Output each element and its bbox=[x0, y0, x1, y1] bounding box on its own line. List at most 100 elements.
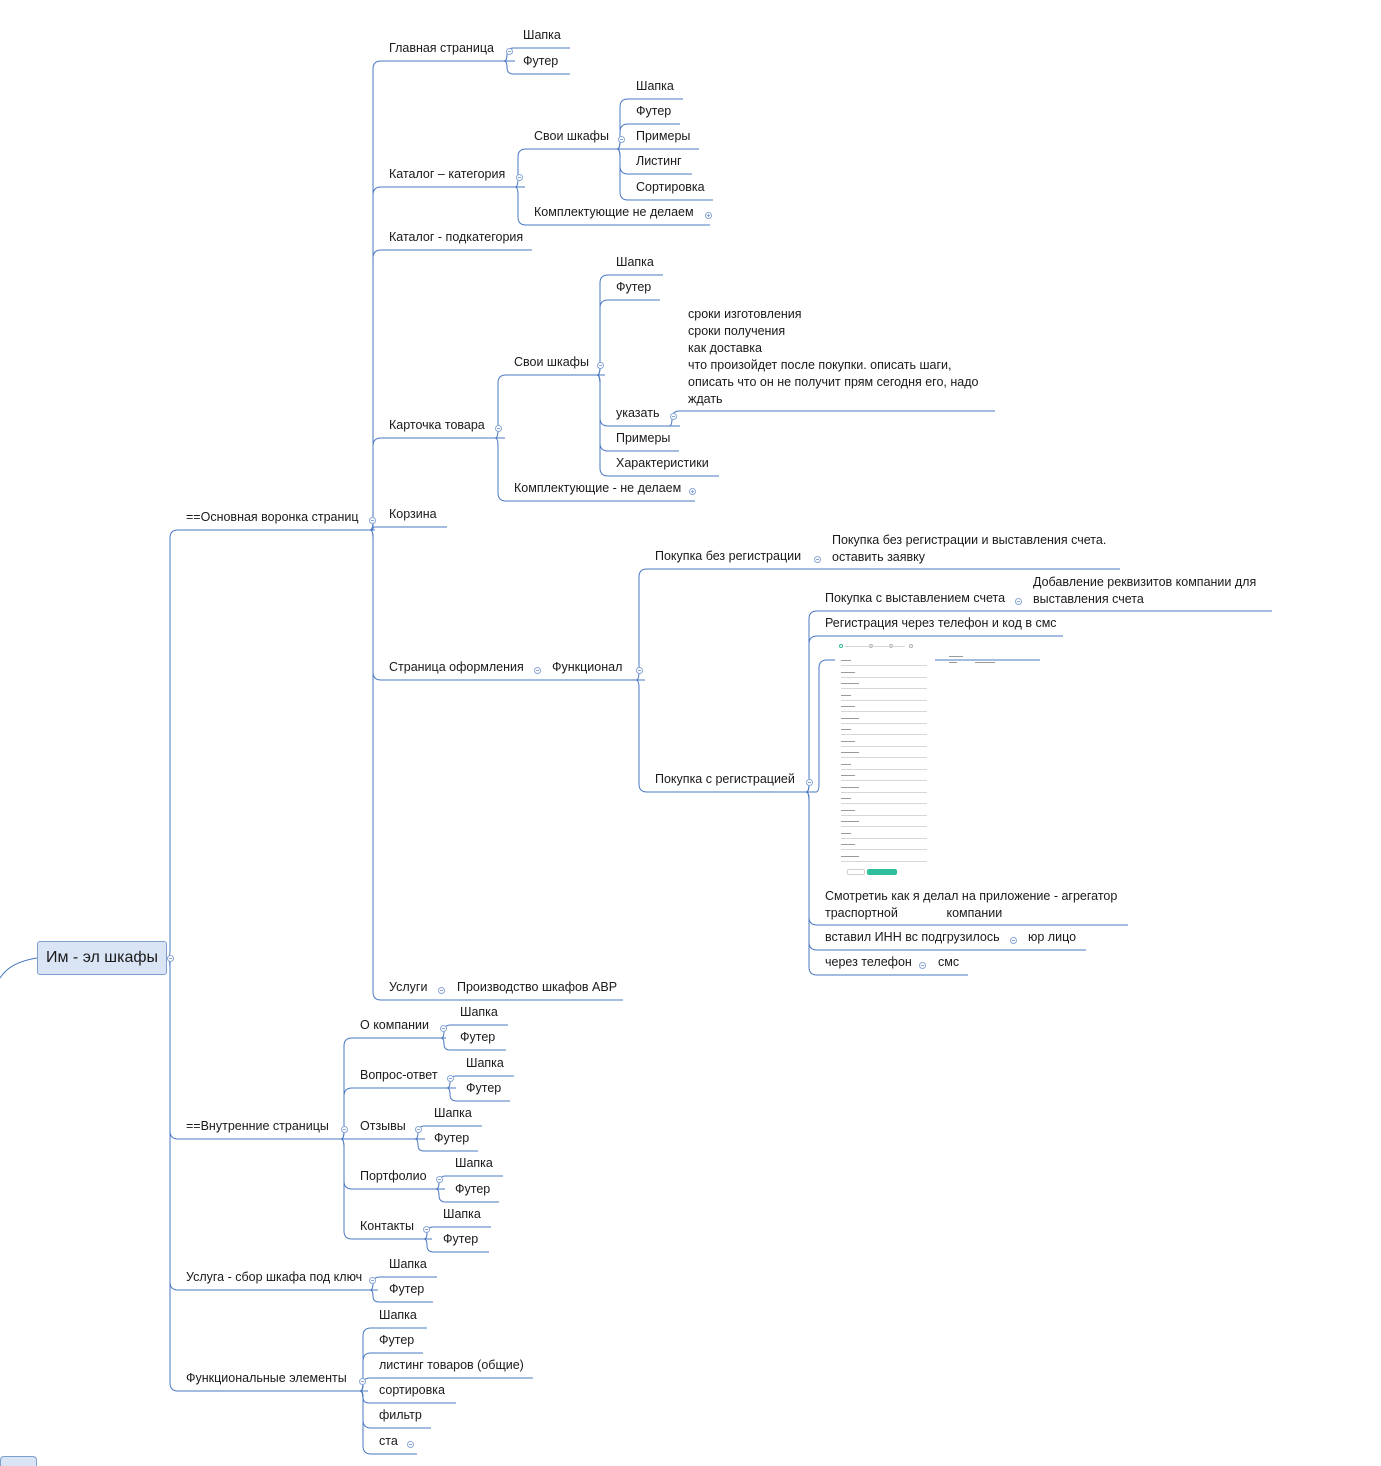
product-collapse-icon[interactable] bbox=[495, 425, 502, 432]
topic-catalog-cat[interactable]: Каталог – категория bbox=[389, 167, 506, 181]
topic-prod-own-footer[interactable]: Футер bbox=[616, 280, 652, 294]
prod-own-collapse-icon[interactable] bbox=[597, 362, 604, 369]
contacts-collapse-icon[interactable] bbox=[423, 1226, 430, 1233]
topic-invoice-note[interactable]: Добавление реквизитов компании для выста… bbox=[1033, 575, 1257, 606]
no-reg-collapse-icon[interactable] bbox=[814, 556, 821, 563]
topic-reviews-header[interactable]: Шапка bbox=[434, 1106, 472, 1120]
turnkey-collapse-icon[interactable] bbox=[369, 1277, 376, 1284]
inn-collapse-icon[interactable] bbox=[1010, 937, 1017, 944]
topic-home[interactable]: Главная страница bbox=[389, 41, 494, 55]
root-topic[interactable]: Им - эл шкафы bbox=[37, 941, 167, 975]
topic-cat-own-examples[interactable]: Примеры bbox=[636, 129, 691, 143]
link-with-reg-see-app bbox=[805, 791, 818, 926]
topic-faq-header[interactable]: Шапка bbox=[466, 1056, 504, 1070]
topic-catalog-sub[interactable]: Каталог - подкатегория bbox=[389, 230, 524, 244]
topic-contacts-header[interactable]: Шапка bbox=[443, 1207, 481, 1221]
func-el-collapse-icon[interactable] bbox=[359, 1378, 366, 1385]
topic-portfolio-header[interactable]: Шапка bbox=[455, 1156, 493, 1170]
internal-collapse-icon[interactable] bbox=[341, 1126, 348, 1133]
topic-prod-parts[interactable]: Комплектующие - не делаем bbox=[514, 481, 682, 495]
with-reg-collapse-icon[interactable] bbox=[806, 779, 813, 786]
topic-cat-own[interactable]: Свои шкафы bbox=[534, 129, 609, 143]
topic-portfolio-footer[interactable]: Футер bbox=[455, 1182, 491, 1196]
via-phone-collapse-icon[interactable] bbox=[919, 962, 926, 969]
main-funnel-collapse-icon[interactable] bbox=[369, 517, 376, 524]
cat-own-collapse-icon[interactable] bbox=[618, 136, 625, 143]
topic-with-reg[interactable]: Покупка с регистрацией bbox=[655, 772, 795, 786]
prod-own-specify-collapse-icon[interactable] bbox=[670, 413, 677, 420]
topic-prod-own-examples[interactable]: Примеры bbox=[616, 431, 671, 445]
topic-turnkey[interactable]: Услуга - сбор шкафа под ключ bbox=[186, 1270, 363, 1284]
portfolio-collapse-icon[interactable] bbox=[436, 1176, 443, 1183]
topic-inn[interactable]: вставил ИНН вс подгрузилось bbox=[825, 930, 1000, 944]
topic-func-el[interactable]: Функциональные элементы bbox=[186, 1371, 347, 1385]
preview-form-detail bbox=[841, 683, 859, 684]
topic-prod-own-specify-note[interactable]: сроки изготовления сроки получения как д… bbox=[688, 307, 979, 406]
topic-about[interactable]: О компании bbox=[360, 1018, 429, 1032]
topic-invoice[interactable]: Покупка с выставлением счета bbox=[825, 591, 1006, 605]
topic-cat-parts[interactable]: Комплектующие не делаем bbox=[534, 205, 694, 219]
topic-main-funnel[interactable]: ==Основная воронка страниц bbox=[186, 510, 359, 524]
topic-contacts-footer[interactable]: Футер bbox=[443, 1232, 479, 1246]
topic-contacts[interactable]: Контакты bbox=[360, 1219, 414, 1233]
topic-turnkey-header[interactable]: Шапка bbox=[389, 1257, 427, 1271]
fe-sta-collapse-icon[interactable] bbox=[407, 1441, 414, 1448]
topic-cat-own-header[interactable]: Шапка bbox=[636, 79, 674, 93]
topic-home-footer[interactable]: Футер bbox=[523, 54, 559, 68]
topic-reviews[interactable]: Отзывы bbox=[360, 1119, 406, 1133]
topic-fe-header[interactable]: Шапка bbox=[379, 1308, 417, 1322]
topic-about-footer[interactable]: Футер bbox=[460, 1030, 496, 1044]
topic-portfolio[interactable]: Портфолио bbox=[360, 1169, 427, 1183]
topic-product[interactable]: Карточка товара bbox=[389, 418, 485, 432]
topic-prod-own-specs[interactable]: Характеристики bbox=[616, 456, 709, 470]
topic-fe-sta[interactable]: ста bbox=[379, 1434, 398, 1448]
preview-form-detail bbox=[841, 786, 859, 788]
topic-faq-footer[interactable]: Футер bbox=[466, 1081, 502, 1095]
home-collapse-icon[interactable] bbox=[506, 48, 513, 55]
func-collapse-icon[interactable] bbox=[636, 667, 643, 674]
topic-fe-sort[interactable]: сортировка bbox=[379, 1383, 445, 1397]
topic-turnkey-footer[interactable]: Футер bbox=[389, 1282, 425, 1296]
topic-services-avr[interactable]: Производство шкафов АВР bbox=[457, 980, 618, 994]
topic-reg-phone[interactable]: Регистрация через телефон и код в смс bbox=[825, 616, 1057, 630]
faq-collapse-icon[interactable] bbox=[447, 1075, 454, 1082]
catalog-cat-collapse-icon[interactable] bbox=[516, 174, 523, 181]
topic-internal[interactable]: ==Внутренние страницы bbox=[186, 1119, 329, 1133]
preview-form-detail bbox=[841, 711, 927, 712]
root-collapse-toggle-icon[interactable] bbox=[167, 955, 174, 962]
link-catalog-cat-cat-own bbox=[514, 148, 527, 188]
prod-parts-expand-icon[interactable] bbox=[689, 488, 696, 495]
topic-prod-own-header[interactable]: Шапка bbox=[616, 255, 654, 269]
topic-via-phone[interactable]: через телефон bbox=[825, 955, 912, 969]
topic-cat-own-listing[interactable]: Листинг bbox=[636, 154, 682, 168]
topic-cart[interactable]: Корзина bbox=[389, 507, 437, 521]
topic-no-reg[interactable]: Покупка без регистрации bbox=[655, 549, 802, 563]
preview-form-detail bbox=[841, 826, 927, 827]
topic-prod-own[interactable]: Свои шкафы bbox=[514, 355, 589, 369]
topic-no-reg-note[interactable]: Покупка без регистрации и выставления сч… bbox=[832, 533, 1107, 564]
topic-cat-own-sort[interactable]: Сортировка bbox=[636, 180, 705, 194]
topic-cat-own-footer[interactable]: Футер bbox=[636, 104, 672, 118]
cat-parts-expand-icon[interactable] bbox=[705, 212, 712, 219]
topic-fe-filter[interactable]: фильтр bbox=[379, 1408, 422, 1422]
topic-checkout[interactable]: Страница оформления bbox=[389, 660, 524, 674]
checkout-collapse-icon[interactable] bbox=[534, 667, 541, 674]
topic-inn-legal[interactable]: юр лицо bbox=[1028, 930, 1077, 944]
topic-fe-footer[interactable]: Футер bbox=[379, 1333, 415, 1347]
topic-home-header[interactable]: Шапка bbox=[523, 28, 561, 42]
topic-reviews-footer[interactable]: Футер bbox=[434, 1131, 470, 1145]
topic-faq[interactable]: Вопрос-ответ bbox=[360, 1068, 438, 1082]
topic-via-phone-sms[interactable]: смс bbox=[938, 955, 960, 969]
topic-about-header[interactable]: Шапка bbox=[460, 1005, 498, 1019]
topic-fe-listing[interactable]: листинг товаров (общие) bbox=[379, 1358, 524, 1372]
invoice-collapse-icon[interactable] bbox=[1015, 598, 1022, 605]
topic-prod-own-specify[interactable]: указать bbox=[616, 406, 660, 420]
link-root-turnkey bbox=[166, 957, 179, 1291]
topic-services[interactable]: Услуги bbox=[389, 980, 428, 994]
about-collapse-icon[interactable] bbox=[440, 1025, 447, 1032]
services-collapse-icon[interactable] bbox=[438, 987, 445, 994]
reviews-collapse-icon[interactable] bbox=[415, 1126, 422, 1133]
topic-see-app[interactable]: Смотретиь как я делал на приложение - аг… bbox=[825, 889, 1118, 920]
topic-func[interactable]: Функционал bbox=[552, 660, 623, 674]
